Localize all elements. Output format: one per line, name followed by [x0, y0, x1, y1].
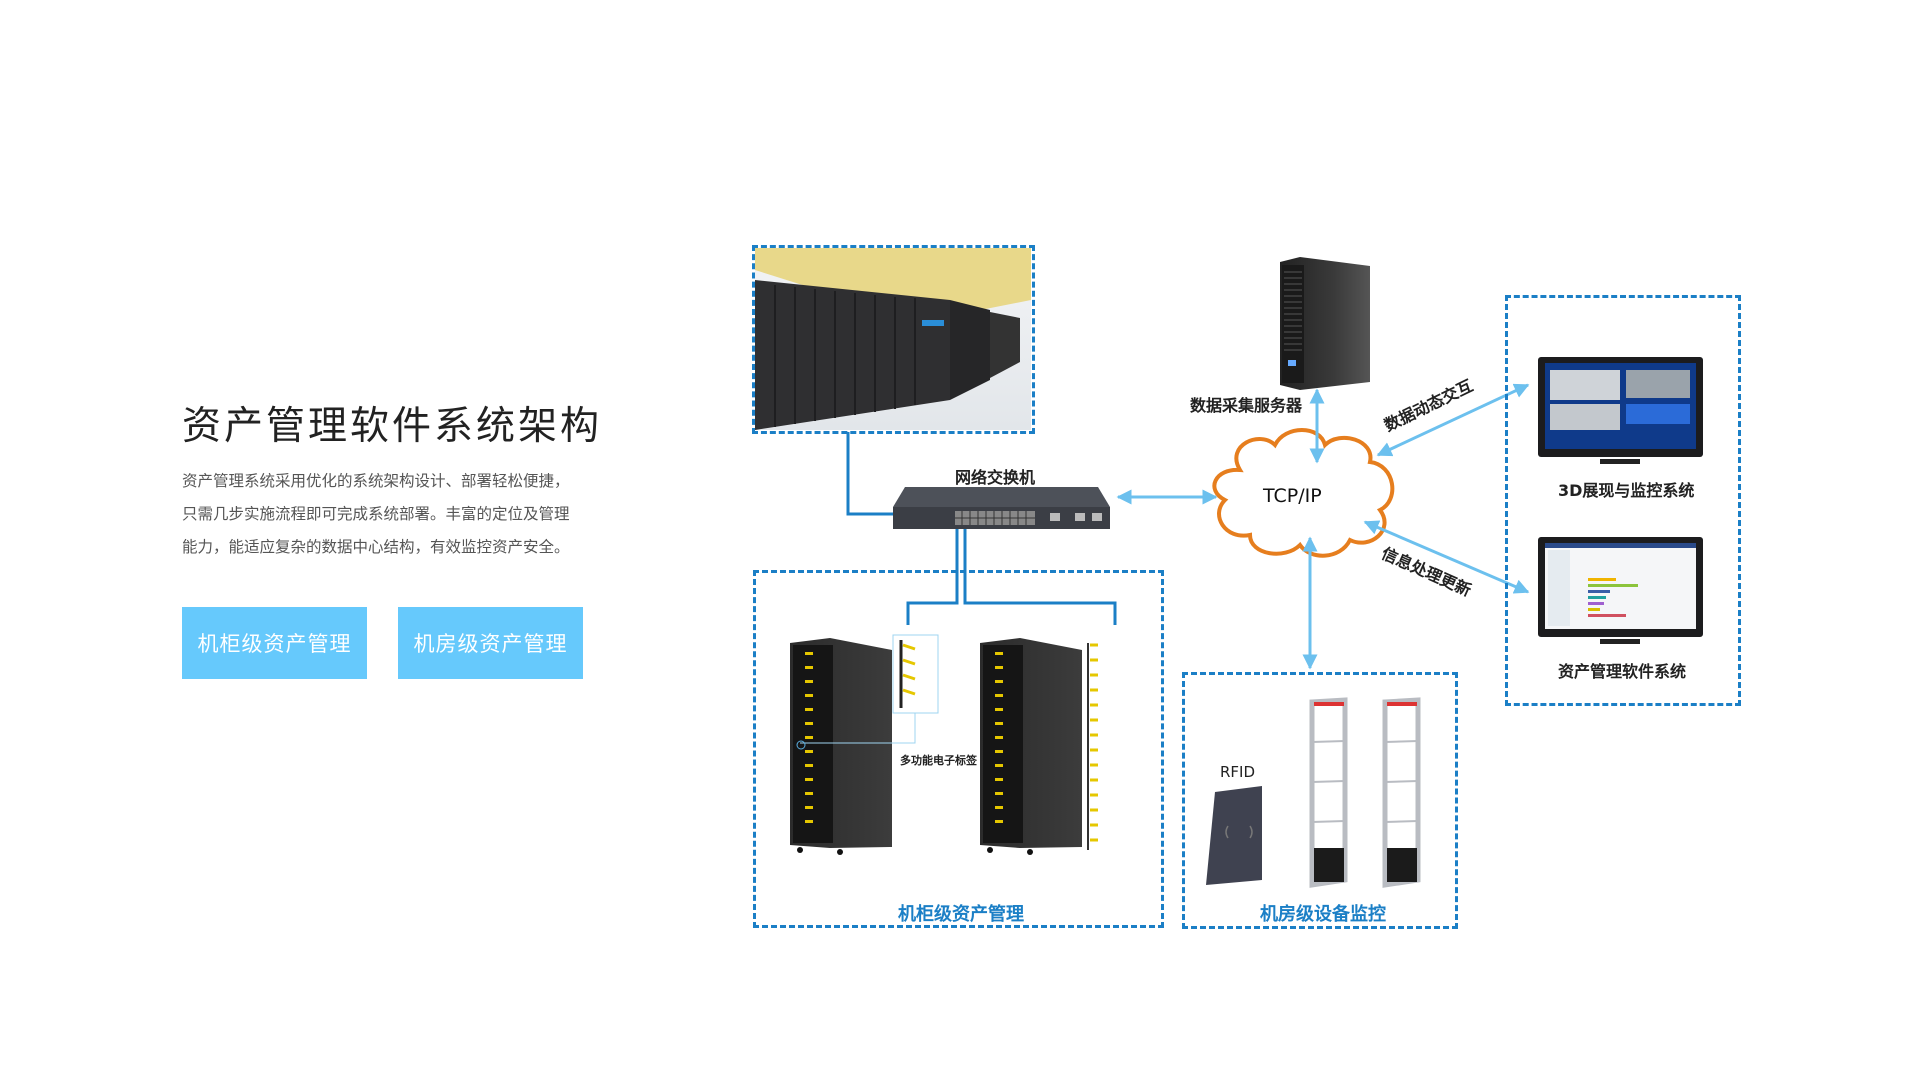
- network-switch-icon: [893, 487, 1110, 529]
- cloud-asset-monitor-arrow: [1363, 520, 1530, 594]
- server-rack-icon: [980, 638, 1082, 855]
- rfid-label: RFID: [1220, 763, 1256, 781]
- cabinet-asset-management-button[interactable]: 机柜级资产管理: [182, 607, 367, 679]
- description-line: 能力，能适应复杂的数据中心结构，有效监控资产安全。: [182, 538, 570, 556]
- description-line: 只需几步实施流程即可完成系统部署。丰富的定位及管理: [182, 505, 570, 523]
- rfid-gate-icon: [1309, 697, 1348, 888]
- rfid-reader-icon: [1206, 786, 1262, 885]
- page-title: 资产管理软件系统架构: [182, 404, 603, 449]
- cabinet-level-group: [753, 570, 1164, 928]
- e-tag-label: 多功能电子标签: [900, 754, 977, 767]
- datacenter-photo-frame: [752, 245, 1035, 434]
- asset-software-label: 资产管理软件系统: [1558, 662, 1687, 681]
- cabinet-group-label: 机柜级资产管理: [898, 904, 1024, 925]
- server-label: 数据采集服务器: [1190, 396, 1303, 415]
- cloud-label: TCP/IP: [1263, 485, 1322, 507]
- description: 资产管理系统采用优化的系统架构设计、部署轻松便捷， 只需几步实施流程即可完成系统…: [182, 465, 602, 564]
- datacenter-photo: [755, 248, 1031, 430]
- switch-label: 网络交换机: [955, 468, 1036, 487]
- connector-lines: [846, 432, 1117, 625]
- 3d-monitor-icon: [1538, 357, 1703, 464]
- monitoring-systems-group: [1505, 295, 1741, 706]
- description-line: 资产管理系统采用优化的系统架构设计、部署轻松便捷，: [182, 472, 570, 490]
- rfid-gate-icon: [1382, 697, 1421, 888]
- electronic-tag-strip-icon: [1087, 643, 1098, 850]
- room-group-label: 机房级设备监控: [1260, 904, 1386, 925]
- data-collection-server-icon: [1280, 257, 1370, 390]
- electronic-tag-strip-icon: [796, 634, 939, 750]
- cloud-3d-monitor-arrow: [1376, 383, 1530, 457]
- 3d-monitor-label: 3D展现与监控系统: [1558, 481, 1695, 500]
- room-asset-management-button[interactable]: 机房级资产管理: [398, 607, 583, 679]
- asset-software-monitor-icon: [1538, 537, 1703, 644]
- room-level-group: [1182, 672, 1458, 929]
